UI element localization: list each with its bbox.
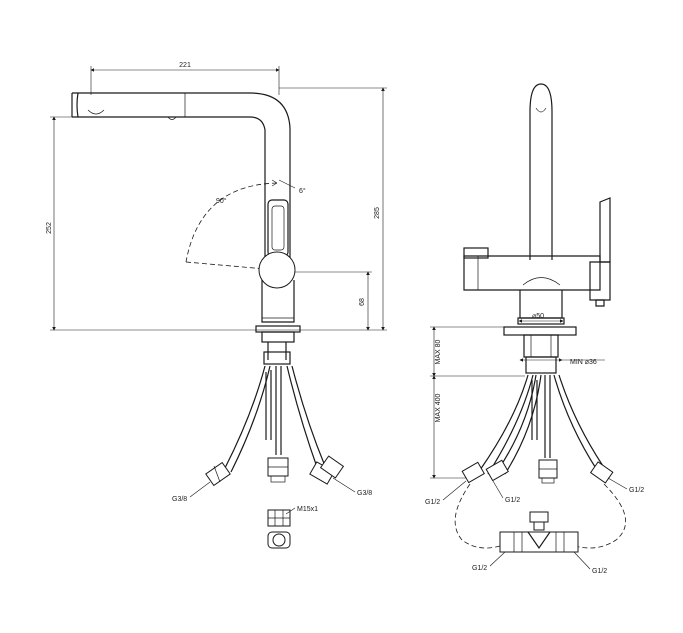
fitting-g12-2 — [485, 459, 509, 482]
g12-e-label: G1/2 — [592, 568, 607, 575]
body-height-label: 68 — [359, 298, 366, 306]
fitting-g38-left — [205, 461, 231, 487]
g12-d-label: G1/2 — [472, 565, 487, 572]
front-view: ⌀50 MIN ⌀36 MAX 80 MAX 400 — [425, 83, 644, 575]
reach-label: 221 — [179, 62, 191, 69]
g12-c-label: G1/2 — [629, 487, 644, 494]
adapter-m15: M15x1 — [267, 506, 318, 549]
dashed-hose-left — [454, 483, 501, 549]
dashed-hose-right — [574, 483, 626, 549]
rotation-angle-label: 90° — [216, 197, 227, 205]
fitting-g38-right — [309, 455, 345, 485]
fitting-g12-1 — [461, 461, 485, 484]
side-view: 221 252 285 68 — [46, 62, 387, 549]
g38-right-label: G3/8 — [357, 490, 372, 497]
dim-reach: 221 — [90, 62, 280, 95]
total-height-label: 285 — [374, 207, 381, 219]
dim-outlet-height: 252 — [46, 116, 56, 331]
fitting-g12-3 — [589, 461, 614, 484]
g12-b-label: G1/2 — [505, 497, 520, 504]
dim-max-400: MAX 400 — [432, 375, 442, 479]
fitting-g12-center — [538, 459, 558, 484]
dim-body-height: 68 — [359, 271, 370, 331]
front-spout — [529, 83, 553, 260]
hole-min-label: MIN ⌀36 — [570, 359, 597, 366]
max-80-label: MAX 80 — [435, 339, 442, 364]
spout — [71, 92, 291, 270]
lever-handle — [267, 199, 289, 257]
front-body — [463, 247, 601, 325]
m15-label: M15x1 — [297, 506, 318, 513]
hoses-right — [479, 356, 604, 475]
fitting-center — [267, 457, 289, 483]
base-diameter-label: ⌀50 — [532, 313, 544, 320]
dim-max-80: MAX 80 — [432, 326, 442, 377]
g38-left-label: G3/8 — [172, 496, 187, 503]
t-valve — [499, 511, 579, 553]
hoses-left — [224, 342, 326, 473]
front-base: ⌀50 MIN ⌀36 — [503, 313, 605, 366]
max-400-label: MAX 400 — [435, 393, 442, 422]
faucet-body — [255, 251, 301, 343]
outlet-height-label: 252 — [46, 222, 53, 234]
tilt-angle-label: 6° — [299, 187, 306, 195]
g12-a-label: G1/2 — [425, 499, 440, 506]
dim-total-height: 285 — [374, 87, 385, 331]
front-lever — [589, 197, 611, 307]
